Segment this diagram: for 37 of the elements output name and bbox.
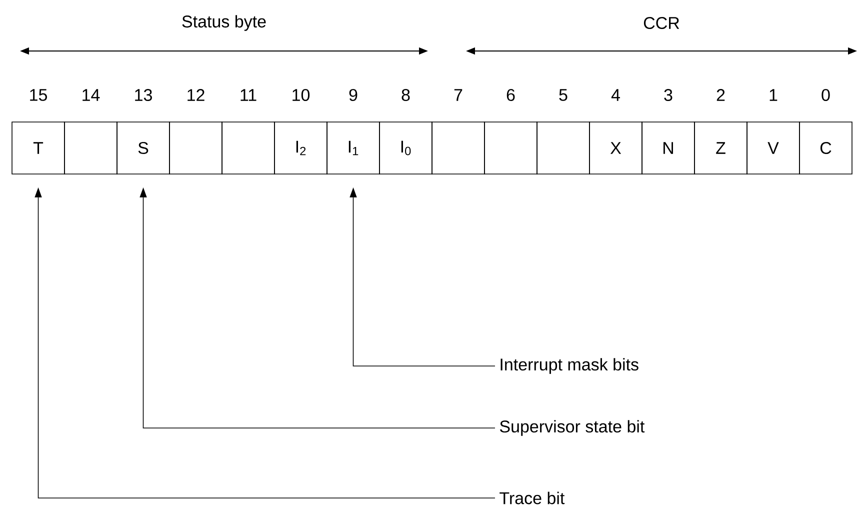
bit-number: 8 [402,88,410,102]
bit-cell: I$_{0}$ [379,122,432,174]
bit-number: 1 [770,89,778,101]
bit-number: 3 [664,88,672,102]
empty-bit-cell [536,122,590,174]
bit-cell: C [799,122,852,174]
bit-number: 15 [30,89,47,101]
bit-number: 11 [240,89,256,101]
bit-cell: V [746,122,800,174]
bit-cell: Z [694,122,748,174]
bit-number: 10 [292,88,310,102]
bit-cell: N [642,122,695,174]
bit-number: 9 [349,88,358,102]
bit-number: 13 [135,88,152,102]
callout-text: Supervisor state bit [500,420,645,436]
bit-number: 12 [188,89,204,101]
empty-bit-cell [64,122,118,174]
callout-text: Interrupt mask bits [500,358,638,374]
bit-number: 14 [82,89,100,101]
bit-cell: S [116,122,170,174]
bit-cell: T [12,122,65,174]
bit-cell: I$_{1}$ [326,122,380,174]
span-label: Status byte [182,15,266,31]
bit-number: 7 [454,89,462,101]
empty-bit-cell [169,122,222,174]
bit-number: 5 [559,89,568,101]
bit-cell: I$_{2}$ [274,122,328,174]
empty-bit-cell [432,122,485,174]
empty-bit-cell [484,122,538,174]
span-label: CCR [644,16,680,30]
bit-number: 2 [716,89,725,101]
callout-text: Trace bit [500,492,565,504]
bit-number: 6 [506,88,515,102]
empty-bit-cell [222,122,275,174]
bit-number: 4 [611,89,620,101]
bit-number: 0 [822,88,830,102]
bit-cell: X [589,122,642,174]
